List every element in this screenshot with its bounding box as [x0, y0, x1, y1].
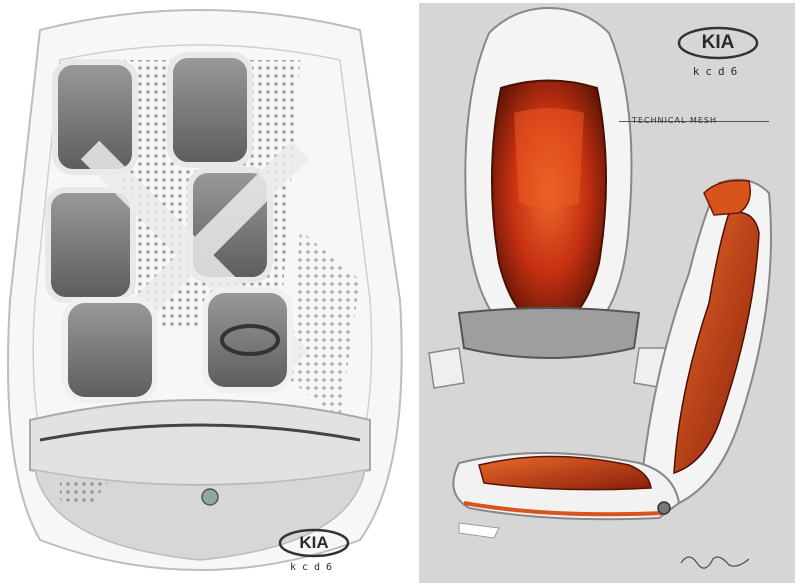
- interior-top-view-sketch: KIA kcd6: [7, 9, 403, 573]
- seat-sketch-art: [428, 6, 772, 569]
- model-name-text-right: kcd6: [692, 65, 744, 78]
- kia-logo-emblem-right: [677, 26, 759, 60]
- kia-logo-emblem: [278, 528, 350, 558]
- kia-logo-text: KIA: [299, 533, 329, 552]
- interior-sketch-art: [7, 9, 403, 571]
- seat-design-sketch: KIA kcd6 TECHNICAL MESH: [419, 3, 795, 583]
- annotation-leader-line: [619, 121, 769, 122]
- technical-mesh-annotation: TECHNICAL MESH: [632, 116, 717, 125]
- kia-logo-text-right: KIA: [701, 32, 735, 53]
- model-name-text: kcd6: [289, 562, 339, 573]
